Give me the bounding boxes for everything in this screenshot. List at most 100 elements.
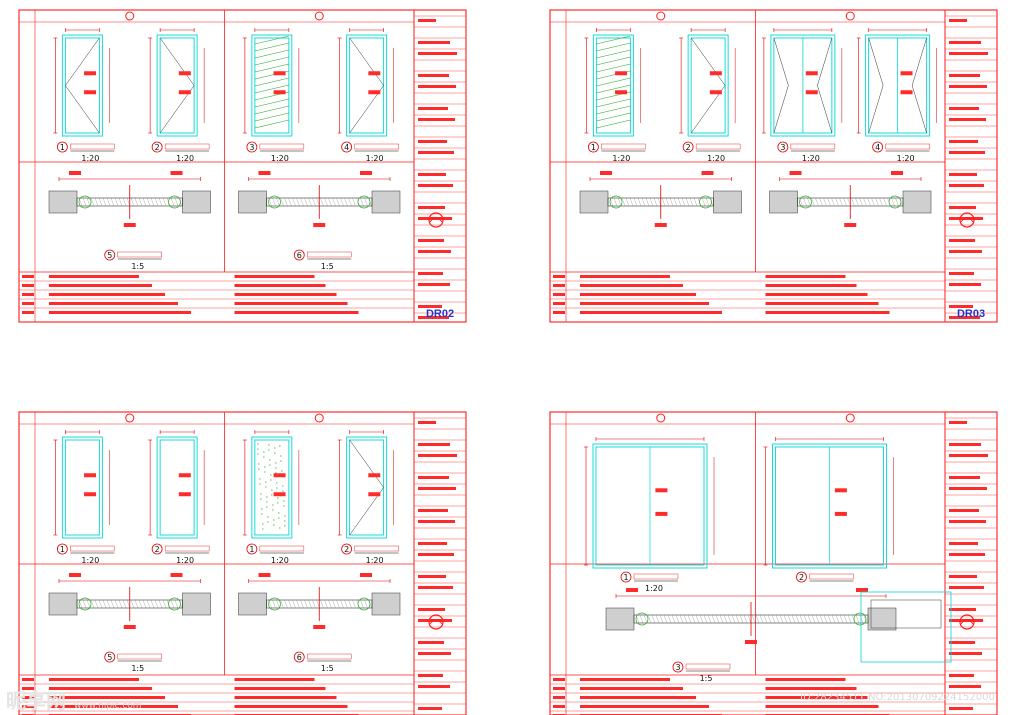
view-number-circle: [341, 543, 353, 555]
section-hatch: [364, 599, 368, 609]
notes-text: [234, 705, 348, 708]
section-hatch: [364, 197, 368, 207]
callout-label: [258, 573, 271, 577]
hatch-line: [596, 49, 631, 59]
view-title-box: [354, 545, 399, 552]
title-block-text: [418, 443, 450, 446]
view-number: 6: [297, 251, 302, 260]
callout-label: [368, 492, 381, 497]
notes-text: [49, 275, 139, 278]
callout-label: [273, 492, 286, 497]
section-hatch: [763, 614, 768, 624]
callout-label: [178, 90, 191, 95]
section-hatch: [859, 614, 864, 624]
column-marker: [125, 413, 135, 423]
view-title-box: [695, 143, 741, 150]
view-number: 1: [249, 545, 254, 554]
frame-profile: [609, 195, 623, 209]
view-number-circle: [341, 141, 353, 153]
title-block-text: [418, 520, 455, 523]
section-hatch: [875, 197, 879, 207]
section-hatch: [170, 197, 175, 207]
title-block-text: [418, 206, 445, 209]
section-hatch: [669, 197, 674, 207]
title-block-text: [418, 19, 436, 22]
title-block-text: [418, 586, 453, 589]
callout-label: [701, 171, 714, 175]
title-block-text: [949, 476, 980, 479]
view-scale: 1:20: [897, 154, 915, 163]
section-hatch: [739, 614, 744, 624]
section-hatch: [851, 197, 855, 207]
notes-label: [22, 293, 34, 296]
view-number-circle: [682, 141, 694, 153]
notes-text: [234, 275, 315, 278]
section-hatch: [300, 197, 304, 207]
view-number-circle: [293, 651, 305, 663]
company-logo-mark: [429, 619, 443, 625]
section-hatch: [158, 599, 163, 609]
view-number: 3: [249, 143, 254, 152]
section-hatch: [348, 599, 352, 609]
callout-label: [170, 171, 183, 175]
notes-label: [553, 302, 565, 305]
title-block-text: [418, 140, 447, 143]
title-block-text: [949, 74, 980, 77]
section-hatch: [835, 197, 839, 207]
title-block-text: [418, 608, 445, 611]
section-hatch: [779, 614, 784, 624]
frame-profile: [78, 597, 92, 611]
section-hatch: [855, 614, 860, 624]
column-marker: [656, 11, 666, 21]
title-block-text: [949, 305, 973, 308]
speckle: [275, 462, 277, 464]
section-hatch: [815, 614, 820, 624]
notes-text: [580, 687, 683, 690]
door-frame: [865, 34, 931, 137]
section-hatch: [352, 197, 356, 207]
section-hatch: [683, 614, 688, 624]
section-hatch: [336, 197, 340, 207]
frame-profile: [168, 195, 181, 209]
section-hatch: [787, 614, 792, 624]
title-block-text: [418, 85, 456, 88]
hatch-line: [254, 35, 289, 45]
view-number: 2: [686, 143, 691, 152]
section-hatch: [288, 197, 292, 207]
view-number: 6: [297, 653, 302, 662]
callout-label: [368, 473, 381, 478]
section-hatch: [82, 197, 87, 207]
section-hatch: [114, 197, 119, 207]
speckle: [268, 449, 270, 451]
notes-label: [22, 687, 34, 690]
view-number: 2: [344, 545, 349, 554]
door-frame: [251, 34, 293, 137]
title-block-text: [949, 443, 981, 446]
section-hatch: [617, 197, 622, 207]
view-scale: 1:20: [176, 556, 194, 565]
section-hatch: [142, 197, 147, 207]
section-hatch: [823, 614, 828, 624]
title-block-text: [949, 520, 986, 523]
view-number-circle: [777, 141, 789, 153]
section-hatch: [130, 599, 135, 609]
title-block-text: [949, 509, 979, 512]
view-title-box: [259, 545, 305, 552]
section-hatch: [831, 197, 835, 207]
door-leaf: [254, 439, 290, 536]
notes-label: [553, 311, 565, 314]
view-title-box: [790, 143, 836, 150]
section-hatch: [647, 614, 652, 624]
door-frame: [772, 443, 887, 569]
speckle: [273, 524, 275, 526]
section-hatch: [94, 599, 99, 609]
section-hatch: [815, 197, 819, 207]
door-leaf: [595, 37, 631, 134]
view-title-box: [307, 251, 352, 258]
section-hatch: [122, 599, 127, 609]
sheet-frame: [18, 9, 467, 323]
section-hatch: [719, 614, 724, 624]
section-hatch: [649, 197, 654, 207]
section-hatch: [300, 599, 304, 609]
title-block-text: [418, 151, 454, 154]
